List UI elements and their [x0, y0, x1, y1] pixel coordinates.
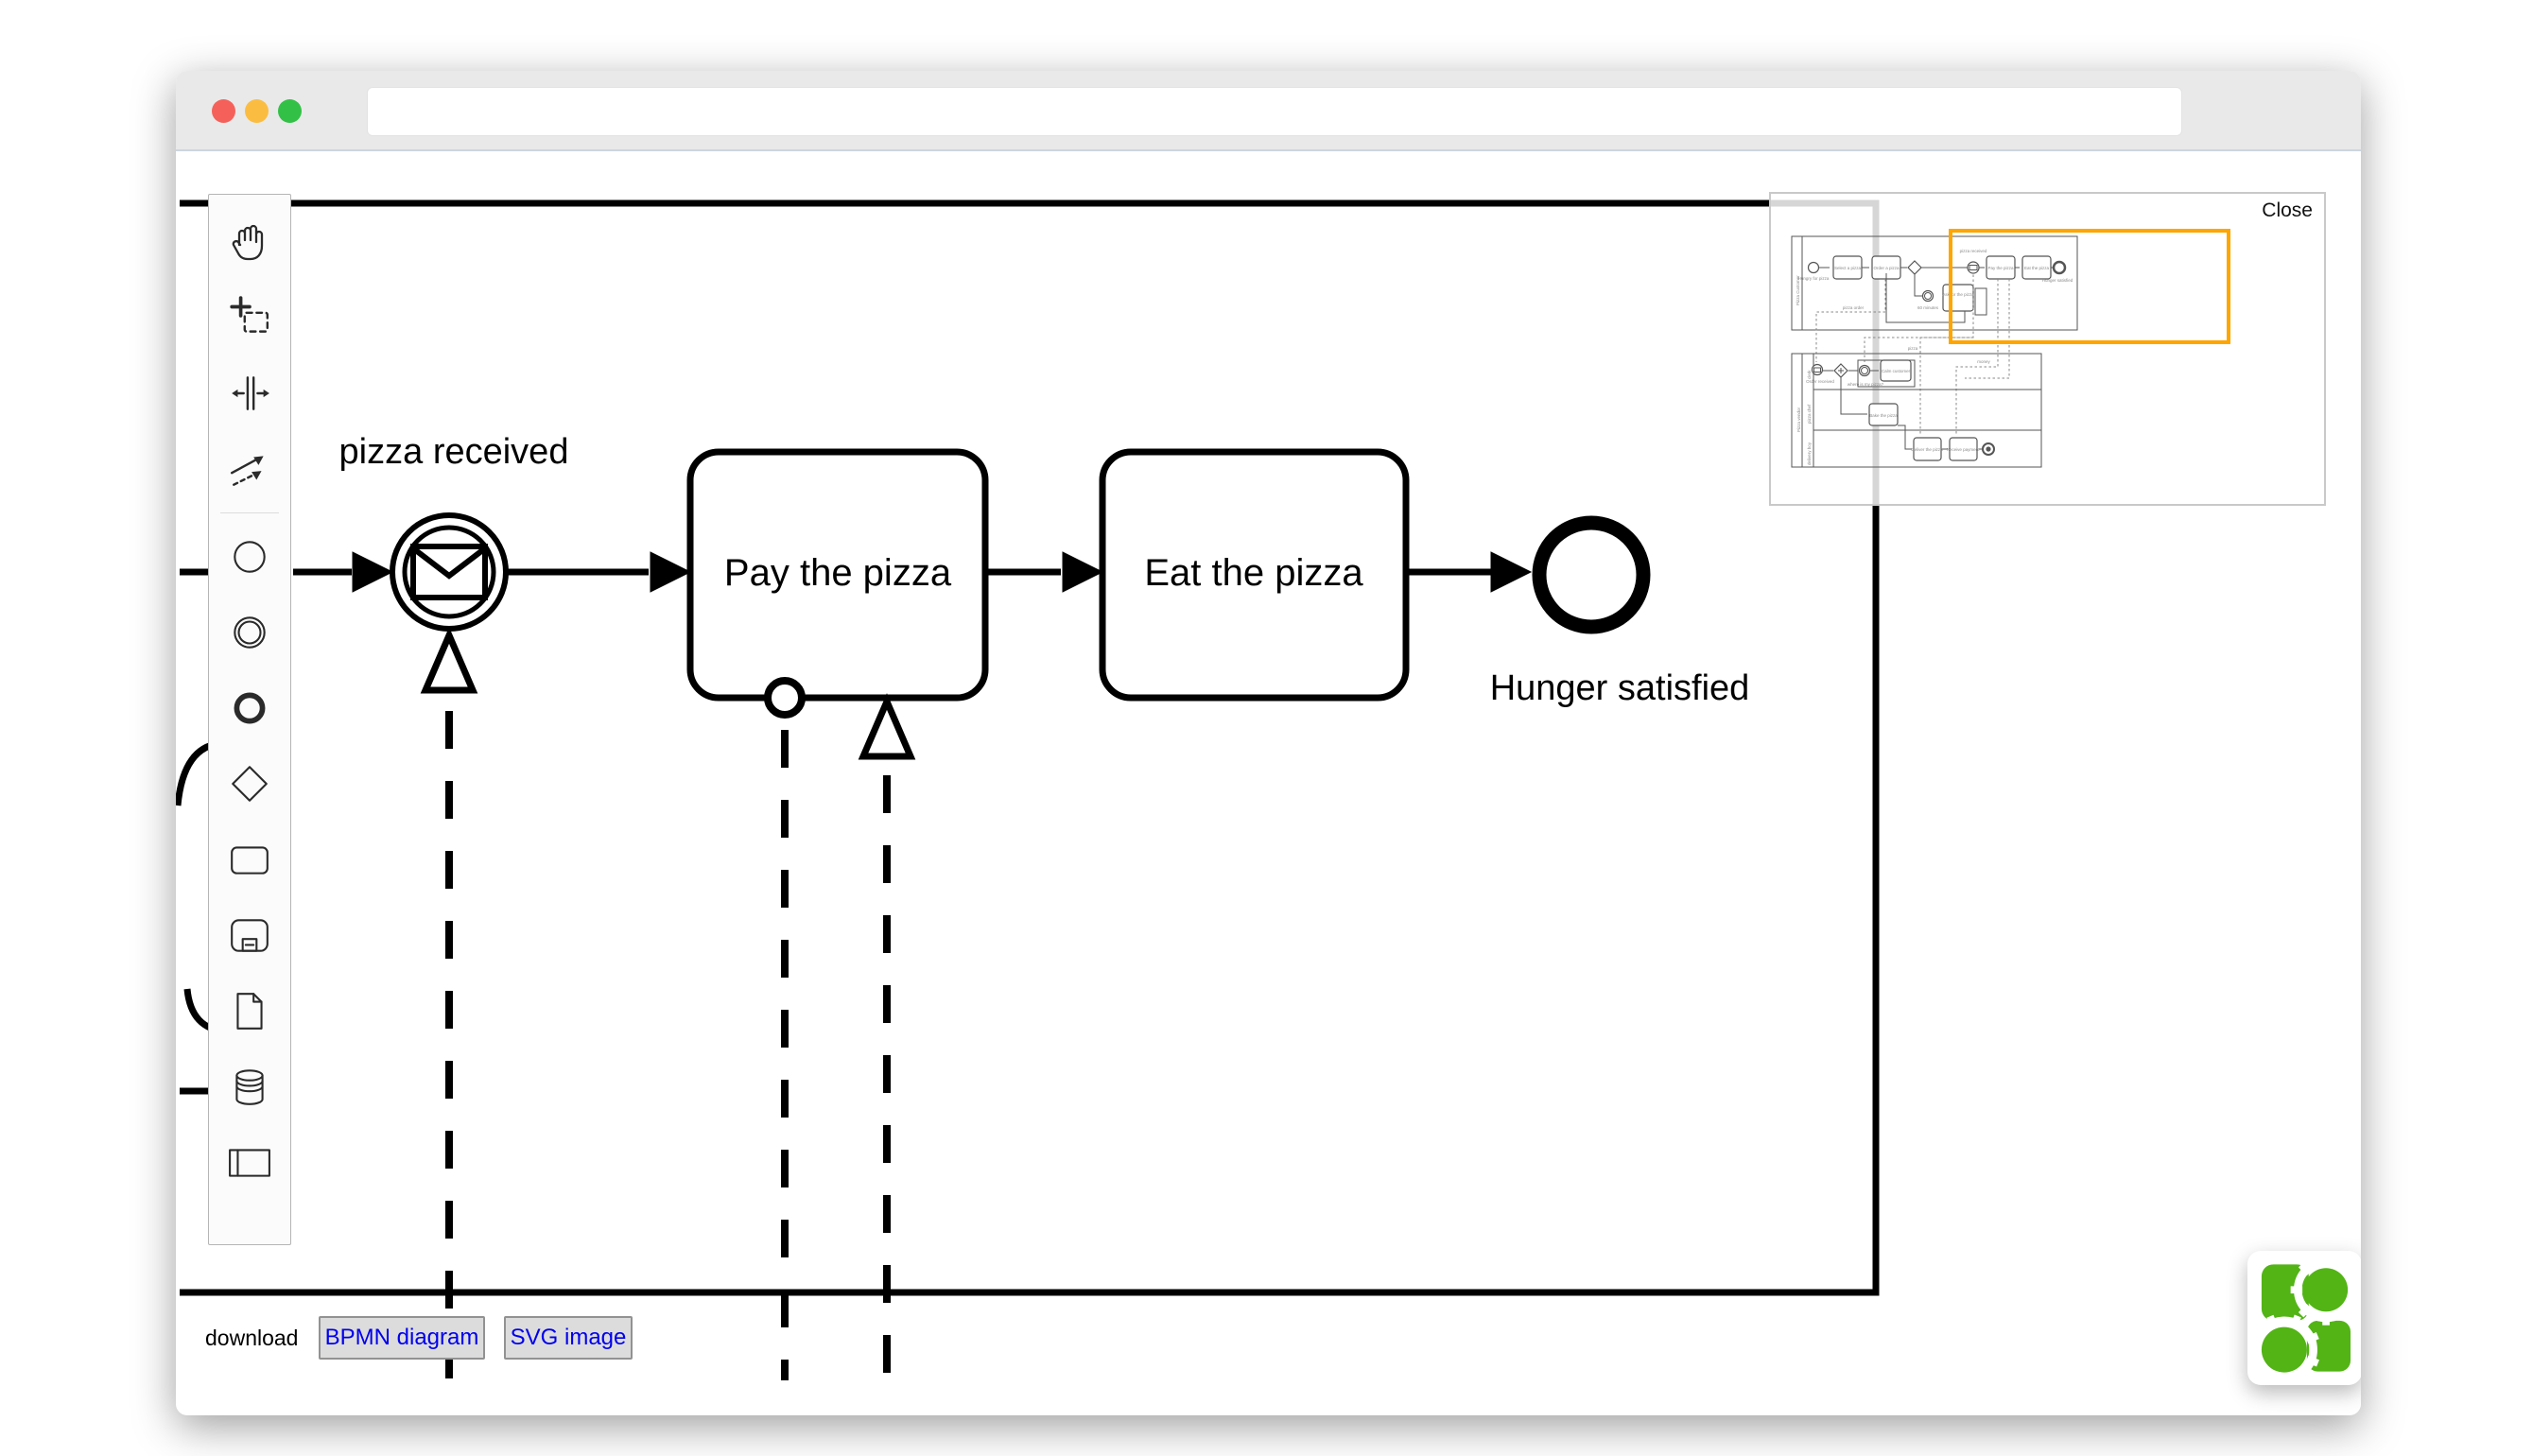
svg-text:Order a pizza: Order a pizza: [1873, 266, 1900, 270]
browser-window: pizza received Pay the pizza Eat the piz…: [176, 71, 2361, 1415]
window-minimize-button[interactable]: [245, 99, 269, 123]
download-bpmn-button[interactable]: BPMN diagram: [319, 1316, 485, 1360]
download-bar: download BPMN diagram SVG image: [176, 1316, 2361, 1373]
svg-text:Hunger satisfied: Hunger satisfied: [2042, 278, 2073, 283]
svg-text:delivery boy: delivery boy: [1807, 442, 1812, 465]
create-task[interactable]: [212, 822, 287, 897]
svg-text:Ask for the pizza: Ask for the pizza: [1942, 292, 1974, 297]
svg-text:pizza order: pizza order: [1843, 305, 1865, 310]
svg-text:Pay the pizza: Pay the pizza: [1987, 266, 2014, 270]
create-start-event[interactable]: [212, 519, 287, 595]
browser-titlebar: [176, 71, 2361, 151]
hand-tool[interactable]: [212, 204, 287, 280]
data-store-icon: [235, 1069, 264, 1105]
subprocess-icon: [231, 919, 269, 952]
message-catch-event[interactable]: [390, 512, 509, 632]
url-bar[interactable]: [367, 87, 2182, 136]
create-data-object[interactable]: [212, 973, 287, 1049]
window-close-button[interactable]: [212, 99, 235, 123]
message-flow-arrowhead: [420, 627, 478, 694]
create-gateway[interactable]: [212, 746, 287, 822]
lasso-tool[interactable]: [212, 280, 287, 355]
svg-text:pizza: pizza: [1908, 346, 1918, 351]
create-participant[interactable]: [212, 1124, 287, 1200]
svg-text:Select a pizza: Select a pizza: [1834, 266, 1862, 270]
minimap-diagram: Pizza Customer Hungry for pizza Select a…: [1791, 229, 2230, 468]
svg-text:Eat the pizza: Eat the pizza: [2024, 266, 2050, 270]
create-data-store[interactable]: [212, 1049, 287, 1124]
task-label: Eat the pizza: [1144, 552, 1363, 594]
pool-border[interactable]: [180, 199, 1880, 1296]
svg-text:Hungry for pizza: Hungry for pizza: [1798, 276, 1830, 281]
end-event[interactable]: [1532, 515, 1651, 634]
global-connect-tool[interactable]: [212, 431, 287, 507]
svg-text:Pizza Customer: Pizza Customer: [1796, 275, 1800, 305]
bpmn-io-logo[interactable]: [2247, 1251, 2361, 1385]
end-event-icon: [234, 692, 266, 724]
create-subprocess[interactable]: [212, 897, 287, 973]
create-intermediate-event[interactable]: [212, 595, 287, 670]
bpmn-io-logo-icon: [2259, 1262, 2351, 1374]
task-label: Pay the pizza: [724, 552, 952, 594]
svg-text:Receive payment: Receive payment: [1947, 447, 1981, 452]
svg-text:60 minutes: 60 minutes: [1917, 305, 1939, 310]
message-flow-arrowhead: [858, 693, 916, 760]
space-tool[interactable]: [212, 355, 287, 431]
minimap[interactable]: Close Pizza Customer Hungry for pizza Se…: [1769, 192, 2326, 506]
connect-icon: [230, 456, 264, 486]
svg-text:Bake the pizza: Bake the pizza: [1869, 413, 1898, 418]
minimap-viewport[interactable]: [1949, 229, 2230, 344]
download-label: download: [205, 1326, 299, 1350]
task-icon: [231, 846, 269, 875]
event-label: pizza received: [339, 432, 569, 472]
lasso-icon: [230, 296, 269, 333]
create-end-event[interactable]: [212, 670, 287, 746]
svg-text:money: money: [1977, 359, 1990, 364]
gateway-icon: [232, 766, 268, 802]
arrowhead: [1062, 551, 1104, 593]
data-object-icon: [236, 993, 263, 1030]
minimap-close-link[interactable]: Close: [2262, 199, 2313, 221]
palette-separator: [220, 512, 279, 513]
bpmn-canvas[interactable]: pizza received Pay the pizza Eat the piz…: [176, 151, 2361, 1413]
bpmn-diagram: pizza received Pay the pizza Eat the piz…: [176, 199, 1880, 1380]
message-flow-source-marker: [764, 677, 806, 719]
arrowhead: [1490, 551, 1533, 593]
start-event-icon: [234, 541, 266, 573]
download-svg-button[interactable]: SVG image: [504, 1316, 633, 1360]
window-zoom-button[interactable]: [278, 99, 302, 123]
participant-icon: [229, 1149, 270, 1177]
space-tool-icon: [232, 376, 269, 410]
arrowhead: [650, 551, 692, 593]
svg-text:pizza received: pizza received: [1960, 249, 1987, 253]
svg-text:clerk: clerk: [1807, 370, 1812, 379]
svg-text:where is my pizza?: where is my pizza?: [1848, 382, 1884, 387]
bpmn-palette: [208, 194, 291, 1245]
intermediate-event-icon: [234, 616, 266, 649]
end-event-label: Hunger satisfied: [1490, 668, 1750, 708]
svg-text:pizza chef: pizza chef: [1807, 404, 1812, 424]
svg-text:Pizza vendor: Pizza vendor: [1796, 407, 1801, 432]
hand-icon: [232, 224, 264, 261]
arrowhead: [352, 551, 394, 593]
svg-text:Deliver the pizza: Deliver the pizza: [1911, 447, 1943, 452]
svg-text:Calm customer: Calm customer: [1882, 369, 1911, 373]
svg-text:Order received: Order received: [1806, 379, 1834, 384]
